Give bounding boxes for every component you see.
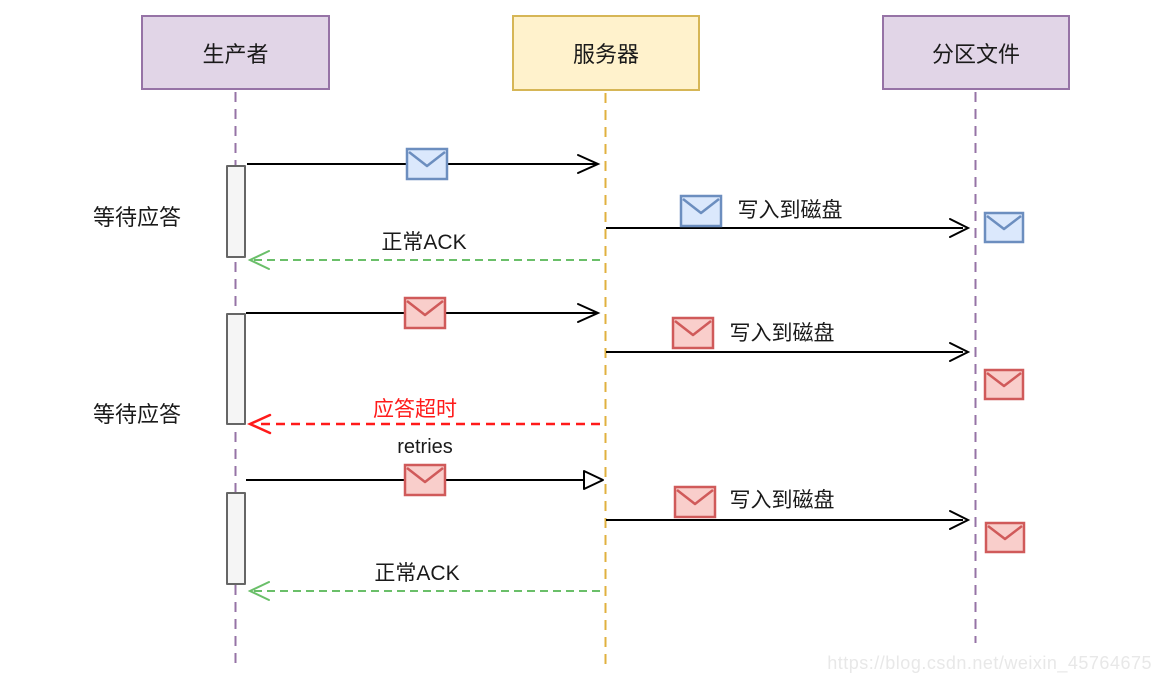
envelope-red-icon-write-3 [673, 485, 717, 519]
label-normal-ack-2: 正常ACK [374, 562, 460, 585]
actor-label-partition: 分区文件 [931, 41, 1020, 67]
arrow-normal-ack-2 [247, 581, 600, 601]
arrow-write-disk-3 [606, 510, 971, 530]
watermark-url: https://blog.csdn.net/weixin_45764675 [827, 653, 1152, 673]
label-normal-ack-1: 正常ACK [381, 231, 467, 254]
annotation-waiting-ack-1: 等待应答 [92, 205, 181, 230]
actor-label-producer: 生产者 [202, 41, 269, 67]
envelope-blue-icon-partition-1 [983, 211, 1025, 244]
envelope-red-icon-produce-2 [403, 296, 447, 330]
actor-label-server: 服务器 [572, 42, 639, 67]
label-ack-timeout: 应答超时 [373, 398, 457, 421]
actor-box-server: 服务器 [512, 15, 700, 91]
activation-bar-2 [226, 313, 246, 425]
activation-bar-3 [226, 492, 246, 585]
actor-box-producer: 生产者 [141, 15, 330, 90]
actor-box-partition: 分区文件 [882, 15, 1070, 90]
envelope-red-icon-retries [403, 463, 447, 497]
arrow-write-disk-2 [606, 342, 971, 362]
label-write-disk-3: 写入到磁盘 [729, 489, 835, 512]
label-retries: retries [397, 436, 453, 458]
envelope-blue-icon-produce-1 [405, 147, 449, 181]
arrow-write-disk-1 [606, 218, 971, 238]
arrow-normal-ack-1 [247, 250, 600, 270]
envelope-blue-icon-write-1 [679, 194, 723, 228]
envelope-red-icon-partition-3 [984, 521, 1026, 554]
label-write-disk-1: 写入到磁盘 [737, 199, 843, 222]
envelope-red-icon-partition-2 [983, 368, 1025, 401]
activation-bar-1 [226, 165, 246, 258]
envelope-red-icon-write-2 [671, 316, 715, 350]
annotation-waiting-ack-2: 等待应答 [92, 402, 181, 427]
label-write-disk-2: 写入到磁盘 [729, 322, 835, 345]
arrow-ack-timeout [246, 413, 600, 435]
